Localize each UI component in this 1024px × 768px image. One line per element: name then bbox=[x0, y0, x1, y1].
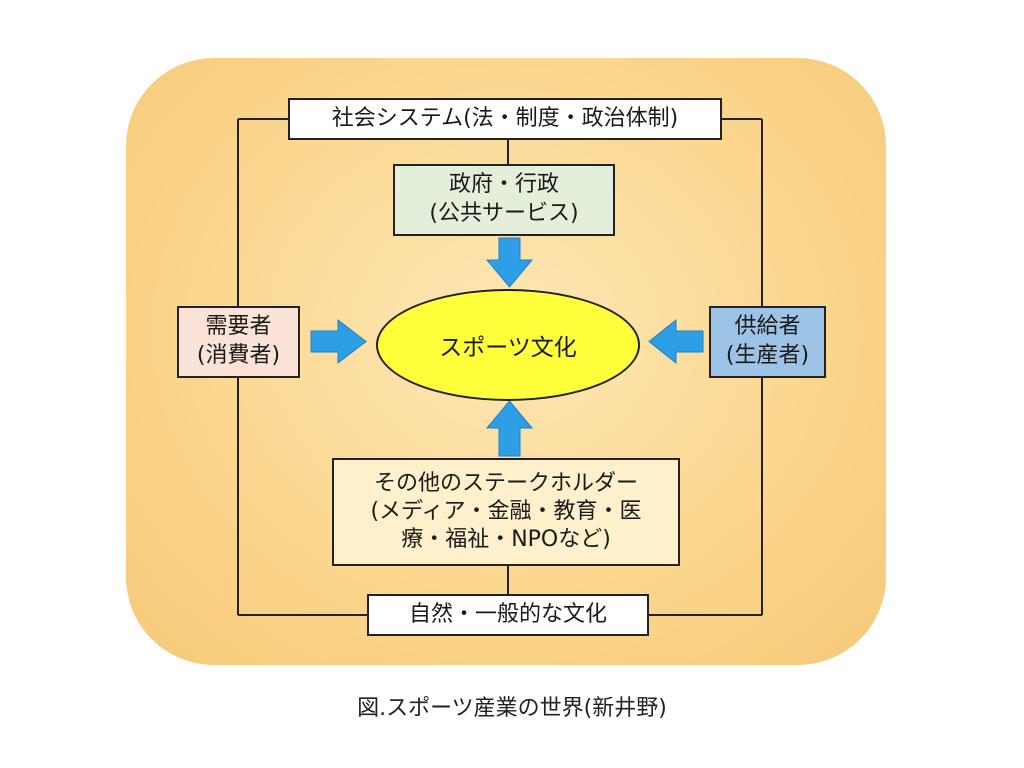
arrow-left-icon bbox=[648, 318, 704, 365]
social-system-box: 社会システム(法・制度・政治体制) bbox=[288, 98, 722, 140]
stakeholders-detail-line1: (メディア・金融・教育・医 bbox=[370, 498, 642, 524]
stakeholders-detail-line2: 療・福祉・NPOなど) bbox=[401, 527, 611, 553]
sports-culture-ellipse: スポーツ文化 bbox=[376, 289, 640, 401]
supply-sublabel: (生産者) bbox=[725, 343, 810, 368]
government-box: 政府・行政 (公共サービス) bbox=[393, 164, 615, 236]
figure-caption: 図.スポーツ産業の世界(新井野) bbox=[357, 696, 667, 721]
supply-box: 供給者 (生産者) bbox=[709, 306, 826, 378]
nature-culture-label: 自然・一般的な文化 bbox=[408, 601, 607, 627]
arrow-up-icon bbox=[485, 400, 534, 457]
stakeholders-box: その他のステークホルダー (メディア・金融・教育・医 療・福祉・NPOなど) bbox=[332, 458, 680, 566]
core-label: スポーツ文化 bbox=[439, 335, 577, 361]
arrow-right-icon bbox=[310, 318, 367, 365]
supply-label: 供給者 bbox=[734, 314, 801, 340]
arrow-down-icon bbox=[485, 237, 534, 288]
government-sublabel: (公共サービス) bbox=[429, 201, 579, 226]
demand-box: 需要者 (消費者) bbox=[177, 306, 300, 378]
social-system-label: 社会システム(法・制度・政治体制) bbox=[331, 105, 679, 131]
demand-label: 需要者 bbox=[205, 314, 272, 340]
government-label: 政府・行政 bbox=[448, 172, 559, 198]
stakeholders-label: その他のステークホルダー bbox=[373, 470, 638, 496]
demand-sublabel: (消費者) bbox=[196, 343, 281, 368]
nature-culture-box: 自然・一般的な文化 bbox=[367, 594, 649, 636]
